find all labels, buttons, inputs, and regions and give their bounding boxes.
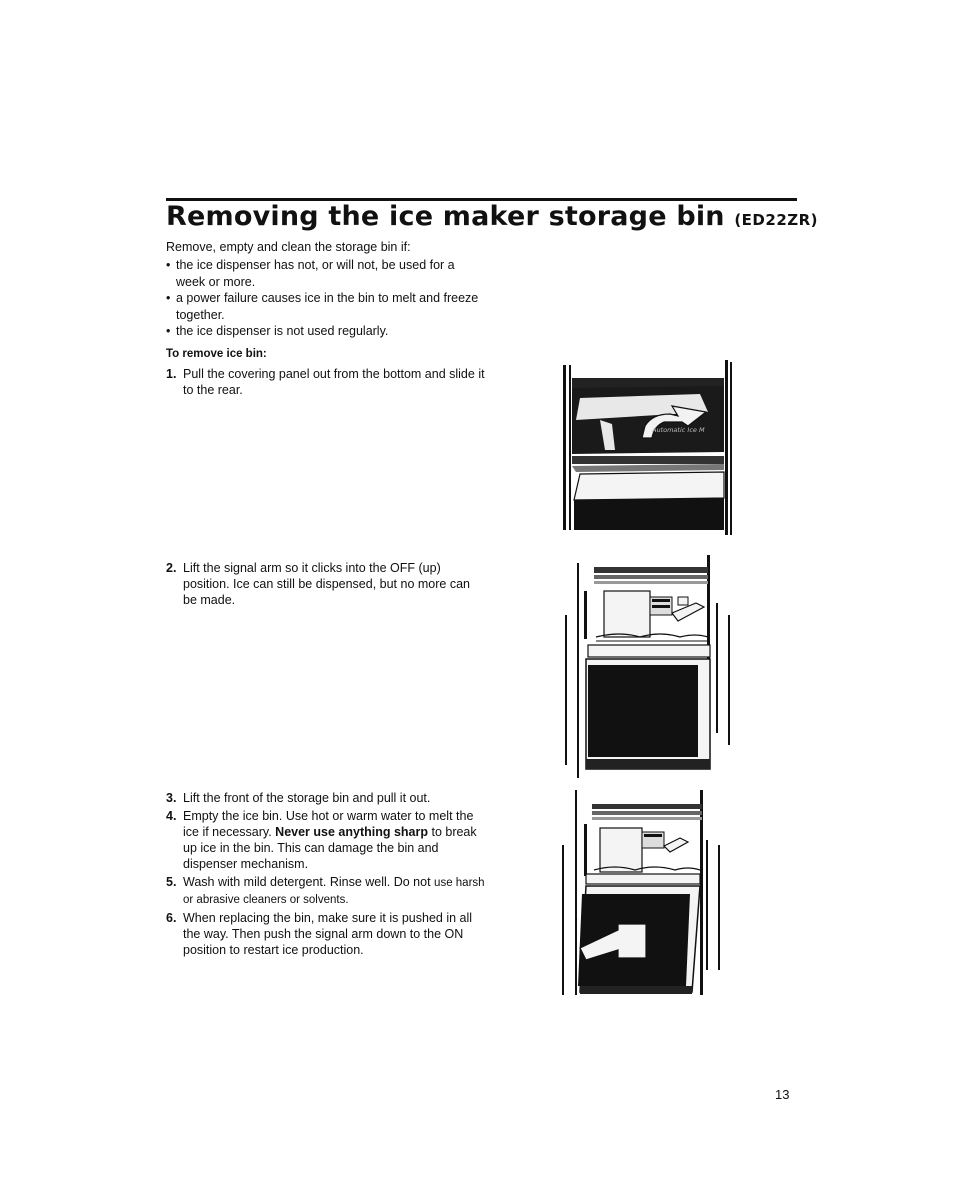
step-6: 6.When replacing the bin, make sure it i…: [166, 911, 473, 957]
figure-pull-bin: [562, 790, 720, 995]
bullet-dot: •: [166, 324, 171, 338]
title-rule: [166, 198, 797, 201]
step-1: 1.Pull the covering panel out from the b…: [166, 367, 485, 397]
step-3: 3.Lift the front of the storage bin and …: [166, 791, 431, 805]
step-2: 2.Lift the signal arm so it clicks into …: [166, 561, 470, 607]
intro-text: Remove, empty and clean the storage bin …: [166, 240, 411, 254]
step-list-3: 3.Lift the front of the storage bin and …: [166, 790, 486, 960]
list-item: •a power failure causes ice in the bin t…: [166, 291, 479, 322]
bullet-dot: •: [166, 291, 171, 305]
condition-list: •the ice dispenser has not, or will not,…: [166, 257, 486, 340]
model-code: (ED22ZR): [734, 211, 819, 229]
figure-signal-arm: [565, 555, 730, 778]
step-list-1: 1.Pull the covering panel out from the b…: [166, 366, 486, 400]
bullet-dot: •: [166, 258, 171, 272]
step-4: 4.Empty the ice bin. Use hot or warm wat…: [166, 809, 477, 871]
page-number: 13: [775, 1087, 790, 1102]
panel-label: Automatic Ice M: [651, 426, 705, 434]
warning-text: Never use anything sharp: [275, 825, 428, 839]
list-item: •the ice dispenser has not, or will not,…: [166, 258, 455, 289]
page-title: Removing the ice maker storage bin (ED22…: [166, 201, 818, 232]
step-list-2: 2.Lift the signal arm so it clicks into …: [166, 560, 486, 610]
procedure-heading: To remove ice bin:: [166, 348, 267, 360]
step-5: 5.Wash with mild detergent. Rinse well. …: [166, 875, 485, 906]
list-item: •the ice dispenser is not used regularly…: [166, 324, 389, 338]
title-text: Removing the ice maker storage bin: [166, 201, 725, 232]
figure-covering-panel: Automatic Ice M: [563, 360, 732, 535]
